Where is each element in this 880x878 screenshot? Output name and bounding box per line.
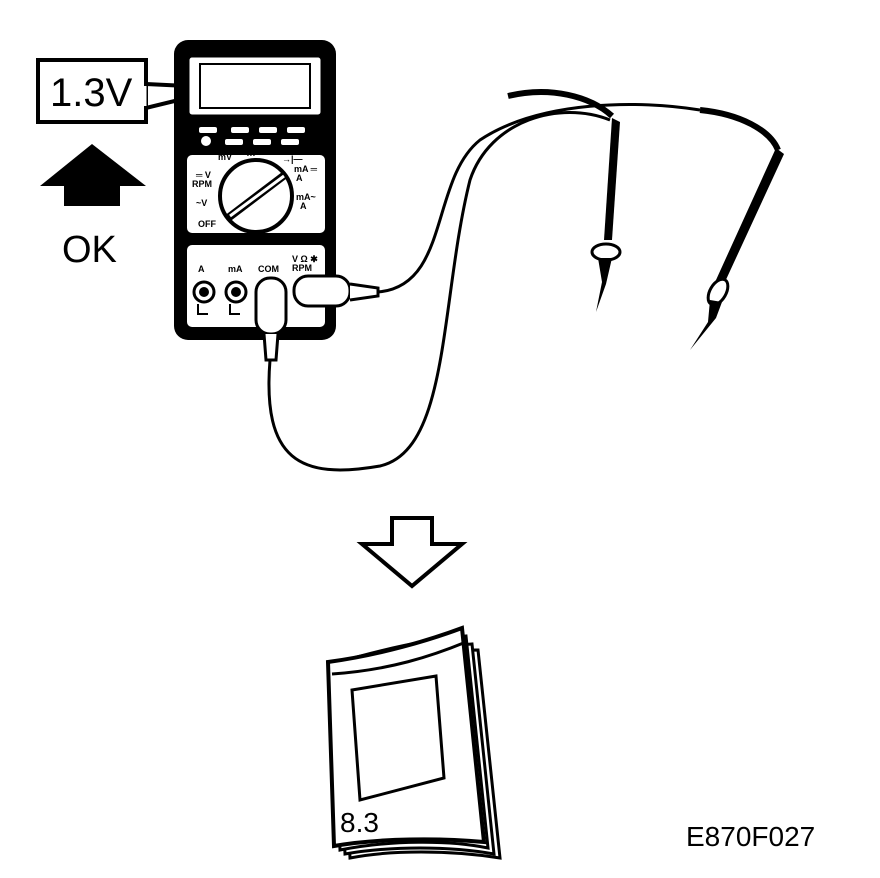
dial-label-acv: ~V bbox=[196, 198, 207, 208]
jack-label-ma: mA bbox=[228, 264, 243, 274]
ok-indicator: OK bbox=[40, 144, 146, 271]
callout-reading: 1.3V bbox=[50, 71, 133, 115]
dial-label-off: OFF bbox=[198, 219, 216, 229]
dial-label-a-ac: A bbox=[300, 201, 307, 211]
figure-code: E870F027 bbox=[686, 821, 815, 852]
callout-box bbox=[36, 58, 148, 124]
dial-label-ohm: ·)))Ω bbox=[244, 146, 263, 156]
up-arrow-icon bbox=[40, 144, 146, 206]
manual-section-number: 8.3 bbox=[340, 807, 379, 838]
black-lead-wire bbox=[267, 111, 611, 472]
multimeter: mV ·)))Ω →|— ═ V RPM mA ═ A ~V mA~ A OFF… bbox=[174, 40, 336, 340]
jack-label-com: COM bbox=[258, 264, 279, 274]
down-arrow-icon bbox=[356, 516, 468, 589]
ok-label: OK bbox=[62, 229, 117, 271]
jack-label-a: A bbox=[198, 264, 205, 274]
jack-label-vohm: V Ω ✱ bbox=[292, 254, 318, 264]
dial-label-rpm: RPM bbox=[192, 179, 212, 189]
com-plug bbox=[254, 276, 288, 362]
dial-label-dcv: ═ V bbox=[195, 170, 211, 180]
meter-buttons bbox=[197, 125, 307, 148]
dial-label-mv: mV bbox=[218, 152, 232, 162]
jack-label-rpm: RPM bbox=[292, 263, 312, 273]
service-manual: 8.3 bbox=[325, 625, 502, 860]
dial-label-a-dc: A bbox=[296, 173, 303, 183]
cover-window bbox=[350, 674, 446, 802]
dial-label-diode: →|— bbox=[282, 154, 303, 164]
v-ohm-plug bbox=[292, 274, 380, 308]
probe-black bbox=[590, 118, 622, 312]
test-leads bbox=[267, 89, 781, 472]
probe-red bbox=[690, 148, 784, 350]
dial-label-ma-dc: mA ═ bbox=[294, 164, 318, 174]
dial-label-ma-ac: mA~ bbox=[296, 192, 316, 202]
red-lead-wire bbox=[377, 102, 701, 294]
